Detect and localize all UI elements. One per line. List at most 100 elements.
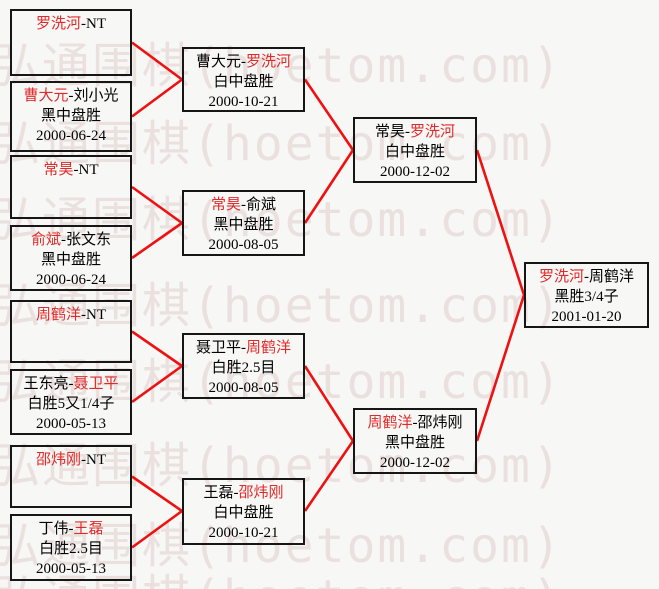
connector-line	[303, 78, 355, 151]
player2-name: 罗洗河	[246, 54, 292, 70]
match-box-r2-2: 常昊-俞斌 黑中盘胜 2000-08-05	[182, 190, 305, 256]
match-players: 罗洗河-NT	[12, 14, 130, 34]
player1-name: 聂卫平	[195, 340, 241, 356]
match-date: 2000-06-24	[36, 272, 106, 288]
player-separator: -	[241, 197, 246, 213]
match-players: 俞斌-张文东	[12, 230, 130, 250]
match-result: 白胜2.5目	[211, 360, 276, 376]
connector-line	[303, 440, 355, 512]
match-result: 黑中盘胜	[40, 108, 101, 124]
match-box-r1-5: 周鹤洋-NT	[10, 300, 132, 363]
match-result: 黑中盘胜	[40, 252, 101, 268]
player2-name: NT	[86, 16, 106, 32]
player2-name: 邵炜刚	[238, 485, 284, 501]
player2-name: 邵炜刚	[417, 415, 463, 431]
match-result: 黑中盘胜	[213, 217, 274, 233]
player1-name: 常昊	[43, 162, 74, 178]
player-separator: -	[412, 415, 418, 431]
match-box-r1-2: 曹大元-刘小光 黑中盘胜 2000-06-24	[10, 81, 132, 152]
connector-line	[131, 221, 183, 260]
player-separator: -	[233, 485, 239, 501]
player2-name: NT	[78, 162, 99, 178]
match-players: 周鹤洋-邵炜刚	[355, 413, 475, 433]
match-result: 白胜2.5目	[39, 541, 103, 557]
player-separator: -	[241, 340, 246, 356]
watermark-text: 弘通围棋(hoetom.com)	[0, 574, 563, 589]
player1-name: 丁伟	[38, 521, 69, 537]
connector-line	[131, 78, 183, 118]
match-box-r3-1: 常昊-罗洗河 白中盘胜 2000-12-02	[353, 117, 477, 183]
player-separator: -	[68, 88, 74, 104]
match-players: 丁伟-王磊	[12, 519, 130, 539]
player-separator: -	[61, 232, 66, 248]
player-separator: -	[81, 307, 86, 323]
connector-line	[475, 294, 526, 442]
player1-name: 邵炜刚	[35, 452, 81, 468]
player2-name: 周鹤洋	[589, 269, 635, 285]
connector-line	[303, 149, 355, 224]
connector-line	[131, 41, 183, 81]
match-box-final: 罗洗河-周鹤洋 黑胜3/4子 2001-01-20	[524, 262, 649, 328]
match-players: 罗洗河-周鹤洋	[526, 267, 647, 287]
player-separator: -	[405, 124, 410, 140]
match-players: 王磊-邵炜刚	[184, 483, 303, 503]
match-box-r1-1: 罗洗河-NT	[10, 9, 132, 76]
watermark-text: 弘通围棋(hoetom.com)	[0, 192, 563, 248]
player1-name: 曹大元	[23, 88, 69, 104]
match-date: 2000-06-24	[36, 128, 106, 144]
match-players: 曹大元-刘小光	[12, 86, 130, 106]
connector-line	[131, 364, 183, 404]
match-box-r2-3: 聂卫平-周鹤洋 白胜2.5目 2000-08-05	[182, 333, 305, 399]
player1-name: 王东亮	[23, 376, 69, 392]
match-box-r2-1: 曹大元-罗洗河 白中盘胜 2000-10-21	[182, 47, 305, 112]
player-separator: -	[73, 162, 79, 178]
player-separator: -	[81, 16, 86, 32]
player1-name: 常昊	[210, 197, 241, 213]
player2-name: 张文东	[66, 232, 112, 248]
match-result: 白胜5又1/4子	[27, 396, 115, 412]
player-separator: -	[241, 54, 246, 70]
match-result: 白中盘胜	[213, 505, 274, 521]
match-box-r3-2: 周鹤洋-邵炜刚 黑中盘胜 2000-12-02	[353, 408, 477, 474]
connector-line	[475, 149, 526, 296]
match-box-r1-6: 王东亮-聂卫平 白胜5又1/4子 2000-05-13	[10, 369, 132, 435]
match-date: 2000-12-02	[380, 455, 450, 471]
match-date: 2000-08-05	[208, 380, 279, 396]
match-result: 黑中盘胜	[384, 435, 445, 451]
player1-name: 俞斌	[30, 232, 61, 248]
player1-name: 周鹤洋	[35, 307, 81, 323]
match-players: 王东亮-聂卫平	[12, 374, 130, 394]
player2-name: 刘小光	[73, 88, 119, 104]
match-box-r2-4: 王磊-邵炜刚 白中盘胜 2000-10-21	[182, 478, 305, 545]
player1-name: 常昊	[374, 124, 405, 140]
match-players: 常昊-罗洗河	[355, 122, 475, 142]
match-players: 常昊-NT	[12, 160, 130, 180]
watermark-text: 弘通围棋(hoetom.com)	[0, 116, 563, 172]
watermark-text: 弘通围棋(hoetom.com)	[0, 438, 563, 494]
match-players: 常昊-俞斌	[184, 195, 303, 215]
match-box-r1-4: 俞斌-张文东 黑中盘胜 2000-06-24	[10, 225, 132, 291]
player2-name: 聂卫平	[73, 376, 119, 392]
player2-name: 俞斌	[246, 197, 277, 213]
match-result: 黑胜3/4子	[554, 289, 619, 305]
player1-name: 曹大元	[195, 54, 241, 70]
connector-line	[303, 365, 355, 442]
match-date: 2000-10-21	[208, 525, 279, 541]
match-result: 白中盘胜	[384, 144, 445, 160]
match-date: 2000-08-05	[208, 237, 279, 253]
match-date: 2000-12-02	[380, 164, 450, 180]
connector-line	[131, 475, 183, 513]
player2-name: NT	[86, 452, 106, 468]
connector-line	[131, 330, 183, 368]
watermark-text: 弘通围棋(hoetom.com)	[0, 518, 563, 574]
match-box-r1-8: 丁伟-王磊 白胜2.5目 2000-05-13	[10, 514, 132, 581]
player1-name: 周鹤洋	[367, 415, 413, 431]
player2-name: 罗洗河	[410, 124, 456, 140]
player-separator: -	[68, 521, 74, 537]
connector-line	[131, 509, 183, 549]
match-players: 周鹤洋-NT	[12, 305, 130, 325]
match-date: 2000-10-21	[208, 94, 279, 110]
match-box-r1-7: 邵炜刚-NT	[10, 445, 132, 508]
match-result: 白中盘胜	[213, 74, 274, 90]
